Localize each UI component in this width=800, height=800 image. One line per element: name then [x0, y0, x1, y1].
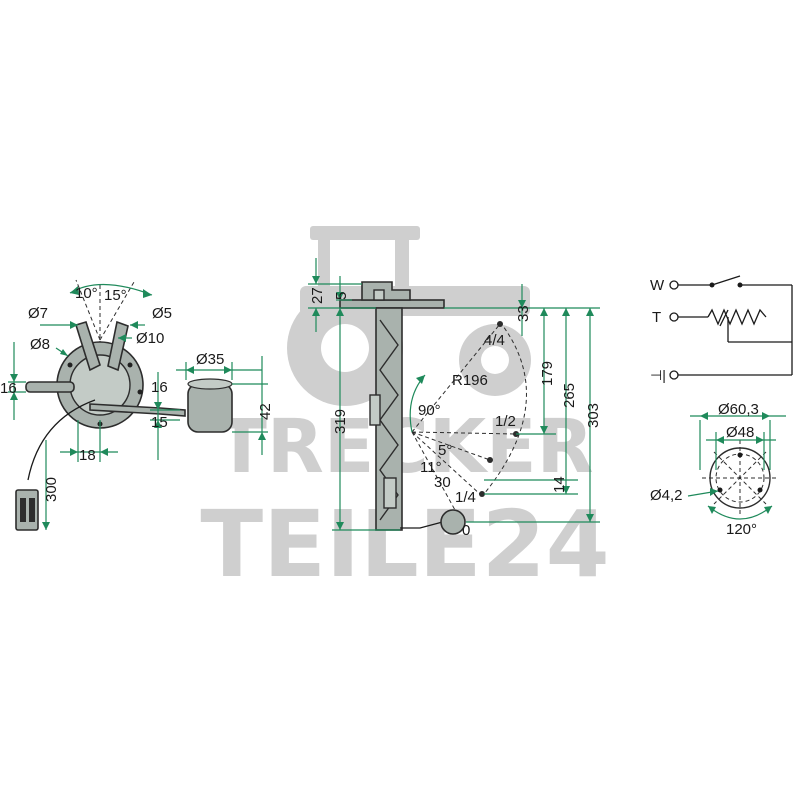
- level-half: 1/2: [495, 413, 516, 430]
- terminal-t-label: T: [652, 309, 661, 326]
- watermark-tractor-logo: [287, 226, 531, 406]
- dim-dia-5: Ø5: [152, 305, 172, 322]
- dim-30: 30: [434, 474, 451, 491]
- switch-contact: [711, 275, 741, 286]
- dim-319: 319: [332, 409, 349, 434]
- flange-view: Ø60,3 Ø48 Ø4,2 120°: [650, 401, 786, 538]
- float-arm: [89, 403, 186, 417]
- wire-cable: [27, 399, 96, 481]
- circuit-diagram: W T ⊣|: [650, 275, 793, 383]
- bolt-hole: [757, 487, 763, 493]
- dim-dia-7: Ø7: [28, 305, 48, 322]
- dim-dia-35: Ø35: [196, 351, 224, 368]
- dim-18: 18: [79, 447, 96, 464]
- bolt-hole: [737, 452, 743, 458]
- dim-33: 33: [515, 305, 532, 322]
- dim-dia-60: Ø60,3: [718, 401, 759, 418]
- variable-resistor: [707, 308, 767, 326]
- terminal-ground-label: ⊣|: [650, 367, 666, 383]
- dim-dia-8: Ø8: [30, 336, 50, 353]
- tube-outlet: [74, 321, 101, 372]
- arm-sweep-arc: [483, 321, 527, 495]
- radius-label: R196: [452, 372, 488, 389]
- dim-angle-120: 120°: [726, 521, 757, 538]
- left-angle-10: 10°: [75, 285, 98, 302]
- angle-90: 90°: [418, 402, 441, 419]
- left-dimensions: Ø7 Ø5 Ø8 Ø10 16 Ø35: [0, 305, 274, 530]
- level-quarter: 1/4: [455, 489, 476, 506]
- dim-14: 14: [551, 476, 568, 493]
- dim-hole: Ø4,2: [650, 487, 683, 504]
- dim-16-right: 16: [151, 379, 168, 396]
- tube-return: [107, 320, 129, 372]
- dim-15: 15: [151, 414, 168, 431]
- tube-side: [25, 381, 75, 393]
- terminal-w-label: W: [650, 277, 665, 294]
- sender-head-flange: [339, 299, 445, 309]
- dim-303: 303: [585, 403, 602, 428]
- float: [187, 378, 233, 433]
- watermark-line1: TRECKER: [216, 404, 593, 490]
- angle-11: 11°: [420, 459, 442, 476]
- angle-5: 5°: [438, 442, 452, 459]
- sender-float-arm: [400, 519, 451, 529]
- dim-16-left: 16: [0, 380, 17, 397]
- middle-view: 4/4 1/2 1/4 0 R196 90° 5° 11° 30 27 5 31…: [308, 258, 602, 539]
- dim-27: 27: [309, 287, 326, 304]
- watermark-line2: TEILE24: [200, 491, 609, 598]
- dim-42: 42: [257, 403, 274, 420]
- level-full: 4/4: [484, 332, 505, 349]
- dim-dia-48: Ø48: [726, 424, 754, 441]
- dim-dia-10: Ø10: [136, 330, 164, 347]
- left-view: 10° 15° Ø7 Ø5: [0, 279, 274, 531]
- dim-265: 265: [561, 383, 578, 408]
- sender-float: [440, 509, 466, 535]
- left-angle-15: 15°: [104, 287, 127, 304]
- level-empty: 0: [462, 522, 470, 539]
- dim-300: 300: [43, 477, 60, 502]
- dim-5: 5: [333, 292, 350, 300]
- bolt-hole: [717, 487, 723, 493]
- dim-179: 179: [539, 361, 556, 386]
